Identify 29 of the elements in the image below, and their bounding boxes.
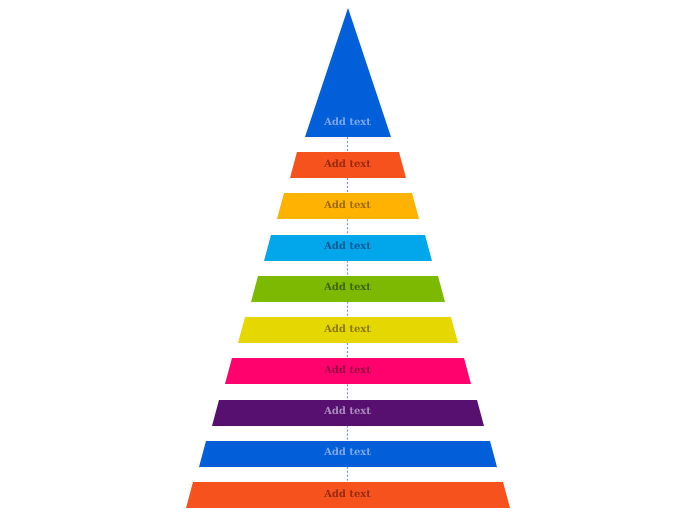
- dotted-connector: [346, 260, 348, 276]
- pyramid-band: [198, 440, 496, 467]
- pyramid-band: [224, 358, 470, 384]
- dotted-connector: [346, 137, 348, 152]
- pyramid-band: [212, 400, 484, 426]
- dotted-connector: [346, 384, 348, 400]
- dotted-connector: [346, 426, 348, 441]
- segment-label: Add text: [323, 364, 372, 376]
- segment-label: Add text: [323, 447, 372, 458]
- segment-label: Add text: [323, 117, 372, 128]
- pyramid-band: [250, 276, 444, 302]
- segment-label: Add text: [323, 406, 372, 417]
- dotted-connector: [346, 302, 348, 317]
- segment-label: Add text: [323, 241, 372, 252]
- pyramid-band: [264, 234, 432, 260]
- segment-label: Add text: [323, 488, 372, 500]
- dotted-connector: [346, 178, 348, 194]
- pyramid-band: [186, 482, 510, 508]
- pyramid-apex-triangle: [304, 8, 390, 137]
- segment-label: Add text: [323, 282, 372, 294]
- segment-label: Add text: [323, 158, 372, 170]
- segment-label: Add text: [323, 200, 372, 211]
- dotted-connector: [346, 343, 348, 358]
- pyramid-band: [290, 152, 406, 178]
- pyramid-band: [238, 317, 458, 343]
- dotted-connector: [346, 219, 348, 234]
- dotted-connector: [346, 466, 348, 482]
- segment-label: Add text: [323, 324, 372, 334]
- pyramid-band: [276, 193, 418, 220]
